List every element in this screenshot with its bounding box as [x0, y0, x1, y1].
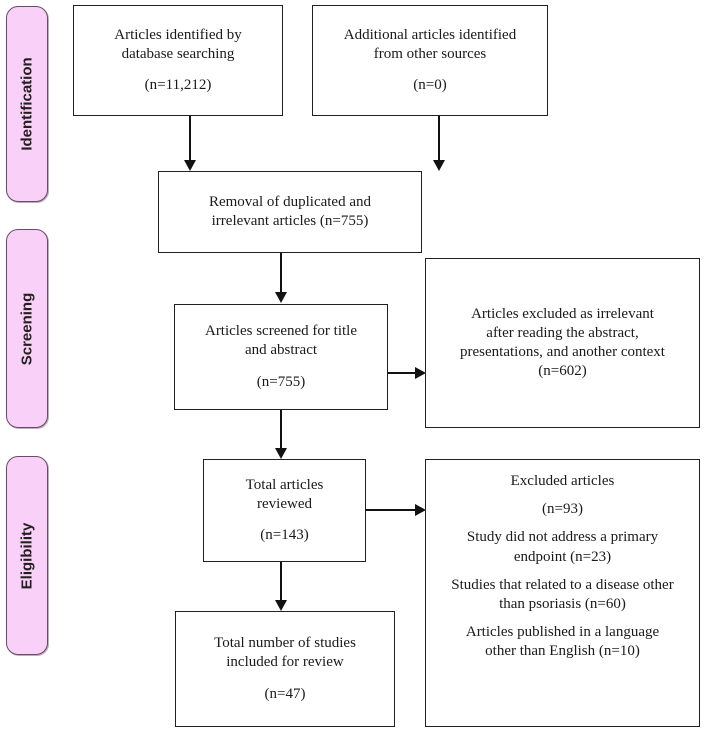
node-total-reviewed-line1: Total articles — [245, 476, 324, 493]
stage-screening-label: Screening — [18, 292, 36, 365]
arrowhead-screened-to-reviewed — [275, 448, 287, 459]
arrowhead-reviewed-to-excluded — [415, 504, 426, 516]
arrowhead-reviewed-to-included — [275, 600, 287, 611]
node-eligibility-reason2-line1: Studies that related to a disease other — [451, 576, 674, 593]
node-articles-screened-count: (n=755) — [256, 373, 306, 390]
stage-eligibility-label: Eligibility — [18, 522, 36, 589]
node-database-search-line1: Articles identified by — [114, 26, 242, 43]
arrowhead-duplicates-to-screened — [275, 292, 287, 303]
connector-other-to-duplicates — [438, 116, 440, 163]
node-articles-screened-line2: and abstract — [244, 342, 318, 359]
node-eligibility-reason1-line1: Study did not address a primary — [466, 529, 659, 546]
node-duplicates-removed: Removal of duplicated and irrelevant art… — [158, 171, 422, 253]
stage-eligibility: Eligibility — [6, 456, 48, 655]
connector-duplicates-to-screened — [280, 253, 282, 295]
node-eligibility-excluded: Excluded articles (n=93) Study did not a… — [425, 459, 700, 727]
node-screening-excluded-line3: presentations, and another context — [460, 344, 665, 360]
connector-screened-to-excluded — [388, 372, 418, 374]
node-eligibility-excluded-heading: Excluded articles — [510, 473, 615, 489]
node-total-included-line1: Total number of studies — [214, 635, 356, 652]
node-other-sources-line2: from other sources — [373, 45, 487, 62]
node-screening-excluded-count: (n=602) — [538, 363, 587, 380]
node-total-included: Total number of studies included for rev… — [175, 611, 395, 727]
node-total-reviewed-line2: reviewed — [257, 495, 312, 512]
arrowhead-other-to-duplicates — [433, 160, 445, 171]
node-duplicates-removed-line1: Removal of duplicated and — [208, 193, 372, 210]
connector-reviewed-to-included — [280, 562, 282, 602]
connector-database-to-duplicates — [189, 116, 191, 163]
node-screening-excluded-line1: Articles excluded as irrelevant — [471, 305, 654, 322]
connector-screened-to-reviewed — [280, 410, 282, 450]
node-database-search: Articles identified by database searchin… — [73, 5, 283, 116]
node-other-sources: Additional articles identified from othe… — [312, 5, 548, 116]
node-articles-screened: Articles screened for title and abstract… — [174, 304, 388, 410]
node-other-sources-line1: Additional articles identified — [343, 26, 517, 43]
node-screening-excluded: Articles excluded as irrelevant after re… — [425, 258, 700, 428]
node-eligibility-reason3-line1: Articles published in a language — [465, 624, 660, 641]
node-total-included-line2: included for review — [226, 654, 344, 671]
node-eligibility-excluded-count: (n=93) — [542, 501, 583, 518]
node-database-search-line2: database searching — [121, 45, 235, 62]
node-other-sources-count: (n=0) — [413, 77, 447, 94]
stage-identification-label: Identification — [18, 57, 36, 151]
node-eligibility-reason2-line2: than psoriasis (n=60) — [499, 595, 626, 612]
node-screening-excluded-line2: after reading the abstract, — [486, 324, 639, 341]
stage-identification: Identification — [6, 6, 48, 202]
node-duplicates-removed-line2: irrelevant articles (n=755) — [211, 213, 369, 229]
node-eligibility-reason1-line2: endpoint (n=23) — [513, 548, 612, 565]
arrowhead-screened-to-excluded — [415, 367, 426, 379]
node-total-reviewed-count: (n=143) — [260, 527, 309, 544]
node-eligibility-reason3-line2: other than English (n=10) — [485, 643, 640, 660]
node-database-search-count: (n=11,212) — [144, 77, 212, 94]
node-total-included-count: (n=47) — [264, 685, 306, 702]
stage-screening: Screening — [6, 229, 48, 428]
connector-reviewed-to-excluded — [366, 509, 418, 511]
arrowhead-database-to-duplicates — [184, 160, 196, 171]
node-articles-screened-line1: Articles screened for title — [204, 323, 357, 340]
node-total-reviewed: Total articles reviewed (n=143) — [203, 459, 366, 562]
